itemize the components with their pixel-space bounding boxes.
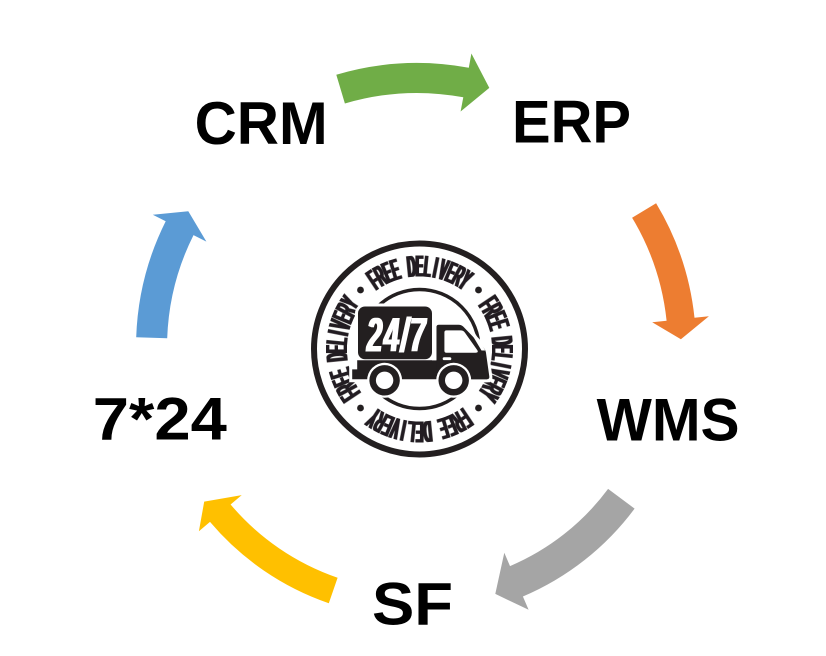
svg-text:WMS: WMS [597,387,740,454]
svg-text:SF: SF [372,571,453,638]
svg-text:I: I [321,328,355,338]
svg-text:E: E [319,345,353,353]
svg-text:E: E [416,249,424,283]
svg-text:L: L [406,414,416,449]
svg-text:I: I [484,360,518,370]
svg-text:E: E [485,345,519,353]
svg-text:L: L [485,352,520,362]
svg-text:ERP: ERP [512,89,631,156]
svg-text:L: L [319,336,354,346]
svg-text:L: L [422,249,432,284]
svg-text:I: I [431,250,441,284]
svg-text:24/7: 24/7 [366,309,427,363]
svg-text:CRM: CRM [195,90,328,157]
svg-text:7*24: 7*24 [93,386,228,453]
svg-text:D: D [485,335,520,347]
svg-text:I: I [398,413,408,447]
svg-text:E: E [416,415,424,449]
svg-text:D: D [422,414,434,449]
svg-text:D: D [319,351,354,363]
svg-text:D: D [406,249,418,284]
